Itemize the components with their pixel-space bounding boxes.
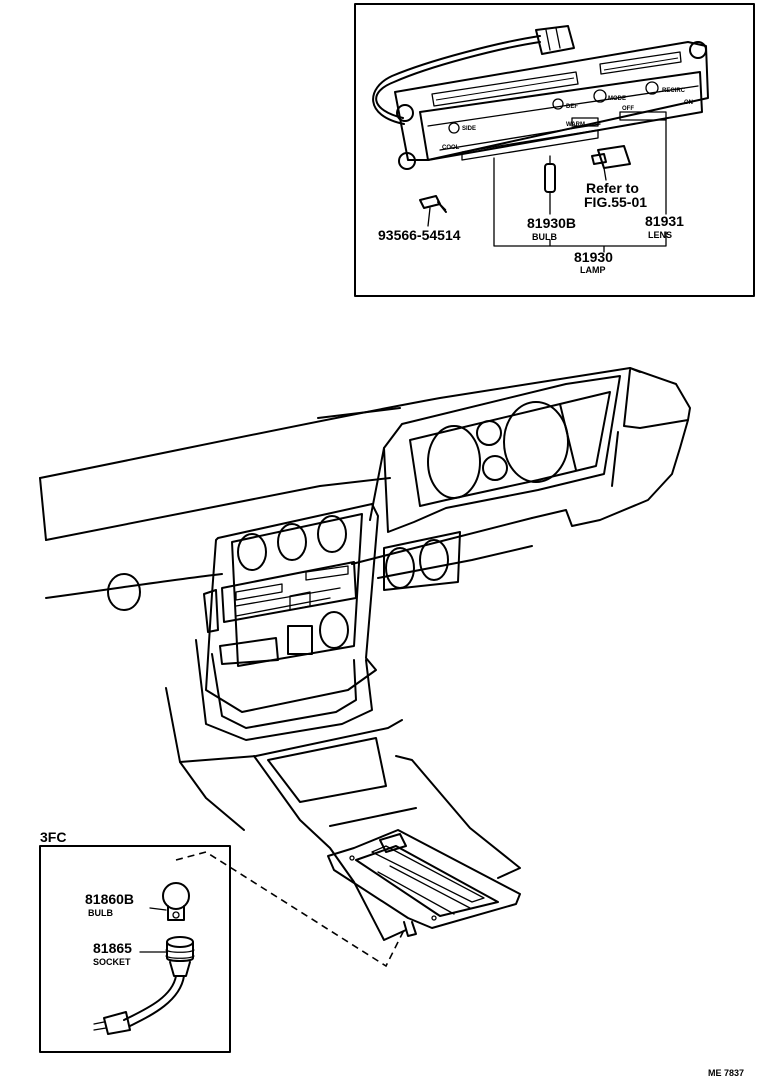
- dashboard-outline: [39, 367, 691, 611]
- lamp-bracket: [493, 157, 667, 253]
- leader-bulb-bottom: [149, 907, 167, 911]
- label-warm: WARM: [566, 122, 585, 128]
- refer-part-icon: [591, 145, 631, 169]
- label-mode: MODE: [608, 96, 626, 102]
- socket-part-number: 81865: [93, 940, 132, 956]
- inset-code: 3FC: [40, 829, 66, 845]
- inset-bottom-frame: [39, 845, 231, 1053]
- bulb-icon: [544, 155, 556, 193]
- label-def: DEF: [566, 104, 578, 110]
- inset-top-frame: [354, 3, 755, 297]
- shift-bracket: [327, 829, 521, 937]
- lens-part-number: 81931: [645, 213, 684, 229]
- label-off: OFF: [622, 106, 634, 112]
- screw-part-number: 93566-54514: [378, 227, 461, 243]
- leader-refer: [603, 167, 607, 181]
- label-on: ON: [684, 100, 693, 106]
- refer-text-1: Refer to: [586, 180, 639, 196]
- instrument-cluster: [369, 375, 621, 533]
- bulb-bottom-part-name: BULB: [88, 908, 113, 918]
- bulb-part-number: 81930B: [527, 215, 576, 231]
- refer-text-2: FIG.55-01: [584, 194, 647, 210]
- lower-gauge-pod: [383, 531, 461, 591]
- bulb-bottom-icon: [162, 882, 190, 921]
- bulb-part-name: BULB: [532, 232, 557, 242]
- bulb-bottom-part-number: 81860B: [85, 891, 134, 907]
- label-cool: COOL: [442, 145, 460, 151]
- label-side: SIDE: [462, 126, 476, 132]
- figure-code: ME 7837: [708, 1068, 744, 1078]
- heater-control-panel: SIDE COOL WARM DEF MODE OFF RECIRC ON: [372, 25, 709, 170]
- floor-console: [253, 737, 521, 941]
- screw-icon: [419, 195, 447, 213]
- center-console: [165, 503, 403, 831]
- leader-screw: [427, 207, 431, 227]
- dashed-leader: [175, 851, 405, 968]
- socket-part-name: SOCKET: [93, 957, 131, 967]
- lamp-part-name: LAMP: [580, 265, 606, 275]
- socket-icon: [93, 936, 195, 1035]
- label-recirc: RECIRC: [662, 88, 686, 94]
- lamp-part-number: 81930: [574, 249, 613, 265]
- lens-part-name: LENS: [648, 230, 672, 240]
